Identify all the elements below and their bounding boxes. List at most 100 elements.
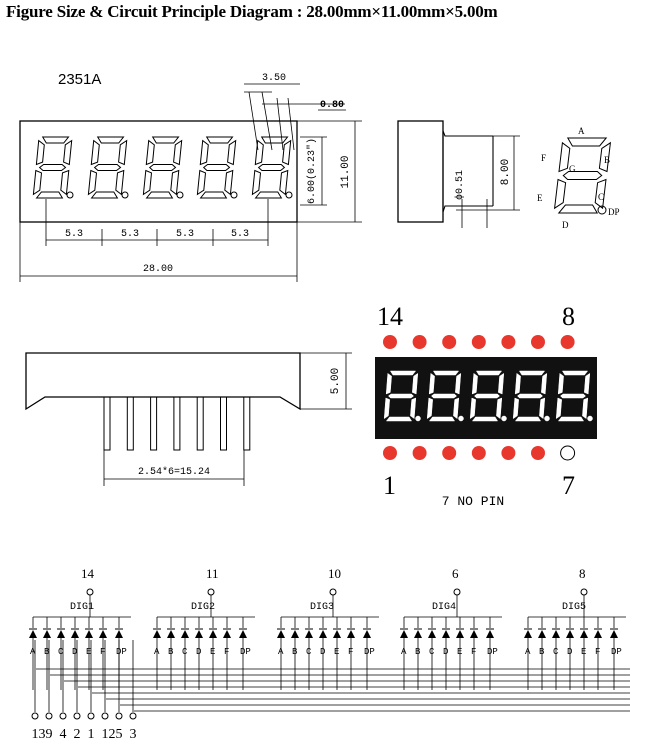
- segment-pin-number: 12: [102, 727, 116, 742]
- digit-pin-number: 14: [81, 566, 95, 581]
- seg-label-d: D: [562, 220, 569, 230]
- segment-label-dp: DP: [116, 647, 127, 657]
- segment-g: [93, 164, 122, 171]
- pin-dot: [501, 335, 516, 349]
- dim-label-pin-dia: ϕ0.51: [454, 170, 466, 200]
- pin-dot: [383, 335, 397, 349]
- pin-terminal: [45, 712, 53, 720]
- segment-b: [584, 372, 591, 395]
- segment-a: [205, 136, 234, 144]
- diode-b: [538, 630, 546, 638]
- digit-label: DIG4: [432, 602, 456, 613]
- side-body-outline: [397, 120, 444, 223]
- segment-label-dp: DP: [487, 647, 498, 657]
- segment-e: [251, 169, 262, 196]
- segment-g: [474, 393, 500, 399]
- model-number: 2351A: [58, 71, 101, 88]
- segment-f: [428, 372, 435, 395]
- pin-terminal: [207, 588, 215, 596]
- bottom-pin: [220, 397, 227, 451]
- front-digit-2: [87, 136, 129, 199]
- segment-g: [517, 393, 543, 399]
- front-body-outline: [19, 120, 298, 223]
- segment-g: [431, 393, 457, 399]
- bottom-pin: [196, 397, 204, 451]
- pin-terminal: [59, 712, 67, 720]
- segment-label-f: F: [100, 647, 105, 657]
- pin-dot: [471, 335, 486, 349]
- decimal-point: [285, 191, 293, 199]
- segment-a: [566, 137, 608, 147]
- pin-dot: [442, 335, 457, 349]
- segment-label-f: F: [224, 647, 229, 657]
- segment-label-d: D: [320, 647, 325, 657]
- segment-b: [227, 139, 237, 166]
- segment-b: [63, 139, 73, 166]
- seg-label-a: A: [578, 126, 585, 136]
- pinout-digit-1: [383, 370, 421, 422]
- segment-pin-number: 4: [60, 727, 67, 742]
- pin-terminal: [87, 712, 95, 720]
- decimal-point: [458, 415, 464, 422]
- pin-terminal: [329, 588, 337, 596]
- segment-c: [60, 169, 70, 196]
- segment-e: [426, 397, 433, 420]
- segment-g: [148, 164, 177, 171]
- segment-c: [410, 397, 417, 420]
- segment-d: [35, 191, 64, 199]
- bottom-pins: [103, 397, 251, 451]
- segment-b: [455, 372, 462, 395]
- diode-a: [400, 630, 408, 638]
- segment-pin-number: 2: [74, 727, 81, 742]
- segment-e: [383, 397, 390, 420]
- segment-e: [469, 397, 476, 420]
- side-view: ϕ0.51 8.00: [397, 120, 520, 228]
- bottom-pin: [173, 397, 181, 451]
- pin-terminal: [86, 588, 94, 596]
- segment-label-c: C: [182, 647, 188, 657]
- decimal-point: [544, 415, 550, 422]
- segment-g: [560, 393, 586, 399]
- dim-line: [248, 91, 259, 151]
- diode-dp: [486, 630, 494, 638]
- segment-c: [594, 178, 607, 210]
- dim-line: [276, 97, 284, 151]
- dim-label-pitch: 2.54*6=15.24: [138, 466, 210, 478]
- segment-a: [432, 370, 460, 376]
- side-body-edge: [442, 205, 493, 213]
- seg-label-b: B: [604, 155, 610, 165]
- dim-label-8-00: 8.00: [500, 159, 512, 185]
- diode-d: [566, 630, 574, 638]
- diode-e: [209, 630, 217, 638]
- segment-b: [412, 372, 419, 395]
- bottom-pin: [243, 397, 251, 451]
- segment-g: [38, 164, 67, 171]
- diode-dp: [239, 630, 247, 638]
- front-digit-group: [32, 136, 293, 199]
- bottom-view: 2.54*6=15.24 5.00: [25, 352, 352, 486]
- pinout-view: 14 8 1 7 7 NO PIN: [375, 302, 597, 509]
- segment-e: [142, 169, 153, 196]
- diode-e: [456, 630, 464, 638]
- segment-label-b: B: [168, 647, 174, 657]
- pin-label-14: 14: [377, 302, 403, 331]
- diode-e: [85, 630, 93, 638]
- segment-label-b: B: [415, 647, 421, 657]
- segment-label-b: B: [539, 647, 545, 657]
- segment-f: [254, 139, 264, 166]
- segment-f: [557, 372, 564, 395]
- seg-label-f: F: [541, 153, 546, 163]
- segment-g: [257, 164, 286, 171]
- spacing-ticks: [101, 229, 214, 246]
- dim-label-5-3: 5.3: [121, 229, 139, 240]
- no-pin-note: 7 NO PIN: [442, 494, 504, 509]
- diode-e: [333, 630, 341, 638]
- front-digit-4: [196, 136, 238, 199]
- pin-dot-empty: [560, 445, 576, 461]
- dim-label-28-00: 28.00: [143, 264, 173, 275]
- dim-label-3-50: 3.50: [262, 73, 286, 84]
- diode-a: [524, 630, 532, 638]
- diode-d: [195, 630, 203, 638]
